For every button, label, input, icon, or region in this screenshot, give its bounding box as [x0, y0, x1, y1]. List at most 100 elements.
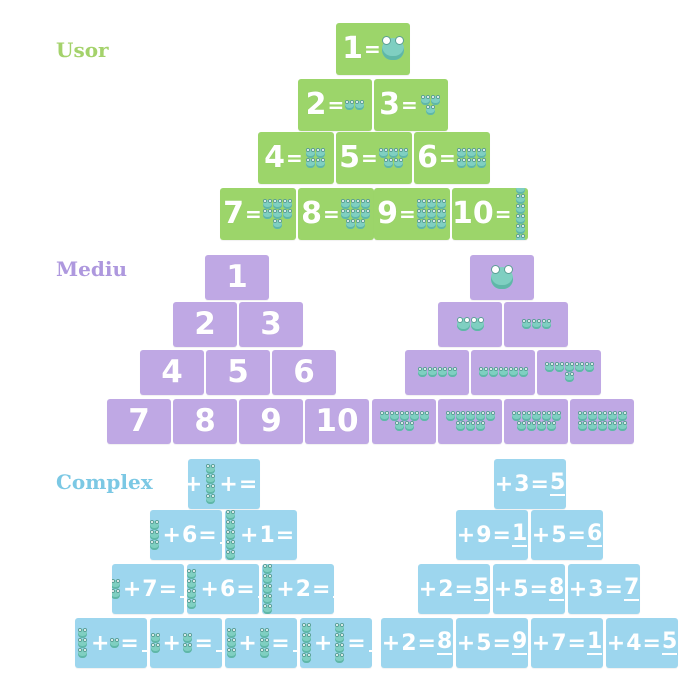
answer-blank: [292, 634, 297, 652]
frog-icon: [151, 642, 161, 653]
equals-sign: =: [323, 202, 340, 226]
green-card-6[interactable]: 6=: [414, 132, 490, 184]
purple-frog-card-5[interactable]: [471, 350, 535, 395]
blue-left-card-5[interactable]: +6=: [187, 564, 259, 614]
addend-number: 2: [295, 576, 311, 602]
purple-number-card-8[interactable]: 8: [173, 399, 237, 444]
purple-frog-card-1[interactable]: [470, 255, 534, 300]
purple-number-card-7[interactable]: 7: [107, 399, 171, 444]
frog-icon: [491, 264, 513, 289]
purple-frog-card-9[interactable]: [504, 399, 568, 444]
purple-number-card-1[interactable]: 1: [205, 255, 269, 300]
card-number: 10: [452, 196, 494, 231]
frog-icon: [498, 367, 508, 377]
answer-blank: [257, 580, 259, 598]
frog-group: [513, 188, 528, 240]
addend-number: 7: [551, 630, 567, 656]
blue-right-card-1[interactable]: +3=5: [494, 459, 566, 509]
blue-right-card-10[interactable]: +4=5: [606, 618, 678, 668]
blue-right-card-5[interactable]: +5=8: [493, 564, 565, 614]
blue-left-card-6[interactable]: +2=: [262, 564, 334, 614]
purple-number-card-5[interactable]: 5: [206, 350, 270, 395]
blue-right-card-8[interactable]: +5=9: [456, 618, 528, 668]
frog-icon: [437, 367, 447, 377]
blue-right-card-7[interactable]: +2=8: [381, 618, 453, 668]
green-card-2[interactable]: 2=: [298, 79, 372, 131]
equals-sign: =: [567, 630, 586, 656]
answer-blank: [141, 634, 147, 652]
green-card-5[interactable]: 5=: [336, 132, 412, 184]
frog-icon: [617, 411, 627, 421]
equation: +5=6: [532, 523, 603, 548]
frog-icon: [351, 198, 361, 209]
plus-sign: +: [418, 576, 438, 602]
equation: +=: [300, 622, 372, 663]
purple-number-card-2[interactable]: 2: [173, 302, 237, 347]
frog-icon: [457, 157, 467, 168]
frog-group: [258, 627, 270, 658]
frog-icon: [183, 632, 193, 643]
frog-icon: [445, 411, 455, 421]
plus-sign: +: [568, 576, 588, 602]
blue-left-card-10[interactable]: +=: [300, 618, 372, 668]
frog-icon: [515, 193, 525, 204]
purple-number-card-6[interactable]: 6: [272, 350, 336, 395]
equals-sign: =: [327, 93, 345, 117]
frog-icon: [541, 411, 551, 421]
frog-icon: [379, 411, 389, 421]
frog-group: [381, 36, 404, 60]
blue-left-card-4[interactable]: +7=: [112, 564, 184, 614]
purple-frog-card-6[interactable]: [537, 350, 601, 395]
green-card-10[interactable]: 10=: [452, 188, 528, 240]
frog-icon: [437, 198, 447, 209]
blue-left-card-3[interactable]: +1=: [225, 510, 297, 560]
frog-icon: [470, 317, 484, 331]
frog-group: [300, 622, 313, 663]
blue-left-card-9[interactable]: +=: [225, 618, 297, 668]
equation: ++=: [188, 463, 260, 504]
equals-sign: =: [492, 522, 511, 548]
blue-right-card-9[interactable]: +7=1: [531, 618, 603, 668]
green-card-9[interactable]: 9=: [374, 188, 450, 240]
purple-number-card-3[interactable]: 3: [239, 302, 303, 347]
equals-sign: =: [642, 630, 661, 656]
blue-right-card-4[interactable]: +2=5: [418, 564, 490, 614]
equals-sign: =: [454, 576, 473, 602]
purple-frog-card-3[interactable]: [504, 302, 568, 347]
purple-number-card-9[interactable]: 9: [239, 399, 303, 444]
equals-sign: =: [530, 471, 549, 497]
purple-number-card-4[interactable]: 4: [140, 350, 204, 395]
blue-right-card-2[interactable]: +9=1: [456, 510, 528, 560]
frog-icon: [554, 362, 564, 372]
blue-left-card-7[interactable]: +=: [75, 618, 147, 668]
frog-icon: [564, 372, 574, 382]
frog-icon: [475, 411, 485, 421]
purple-number-card-10[interactable]: 10: [305, 399, 369, 444]
frog-icon: [389, 147, 399, 158]
blue-left-card-2[interactable]: +6=: [150, 510, 222, 560]
purple-frog-card-4[interactable]: [405, 350, 469, 395]
green-card-4[interactable]: 4=: [258, 132, 334, 184]
card-number: 3: [379, 87, 401, 122]
green-card-1[interactable]: 1=: [336, 23, 410, 75]
level-label-medium: Mediu: [56, 257, 127, 281]
green-card-3[interactable]: 3=: [374, 79, 448, 131]
frog-icon: [187, 588, 197, 599]
purple-frog-card-8[interactable]: [438, 399, 502, 444]
blue-left-card-8[interactable]: +=: [150, 618, 222, 668]
purple-frog-card-7[interactable]: [372, 399, 436, 444]
blue-right-card-3[interactable]: +5=6: [531, 510, 603, 560]
green-card-7[interactable]: 7=: [220, 188, 296, 240]
green-card-8[interactable]: 8=: [298, 188, 374, 240]
card-number: 10: [315, 403, 359, 439]
purple-frog-card-2[interactable]: [438, 302, 502, 347]
result-number: 8: [548, 575, 565, 601]
purple-frog-card-10[interactable]: [570, 399, 634, 444]
frog-group: [521, 319, 551, 329]
frog-icon: [283, 208, 293, 219]
blue-left-card-1[interactable]: ++=: [188, 459, 260, 509]
blue-right-card-6[interactable]: +3=7: [568, 564, 640, 614]
addend-number: 5: [513, 576, 529, 602]
frog-icon: [316, 157, 326, 168]
frog-icon: [263, 208, 273, 219]
